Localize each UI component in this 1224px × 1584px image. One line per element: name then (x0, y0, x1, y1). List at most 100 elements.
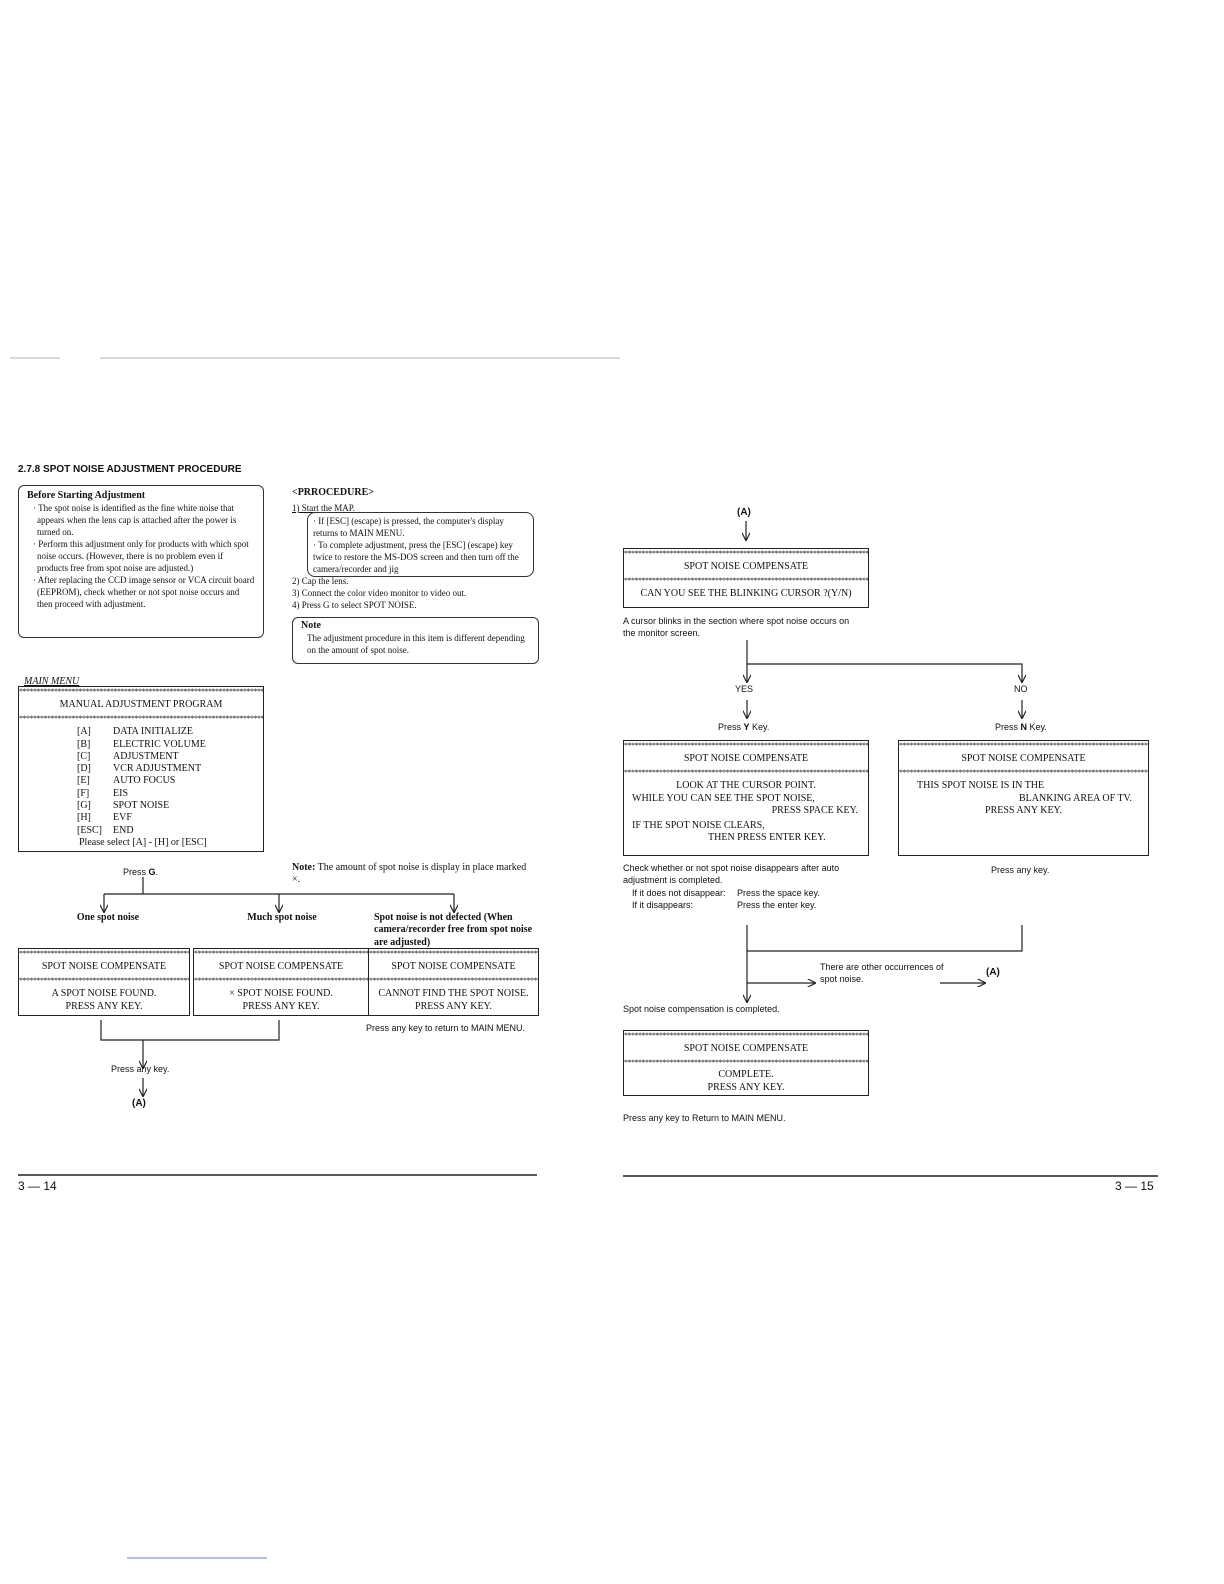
screen-line: BLANKING AREA OF TV. (1019, 792, 1132, 804)
menu-key: [H] (77, 812, 91, 824)
much-spot-screen: ****************************************… (193, 948, 369, 1016)
menu-label: EIS (113, 787, 128, 799)
menu-key: [F] (77, 787, 90, 799)
main-menu-item: [H] EVF (77, 812, 263, 824)
before-item: · Perform this adjustment only for produ… (33, 539, 249, 574)
main-menu-item: [F] EIS (77, 788, 263, 800)
screen-line: CAN YOU SEE THE BLINKING CURSOR ?(Y/N) (640, 588, 852, 600)
stars-divider: ****************************************… (369, 976, 538, 986)
return-note: Press any key to return to MAIN MENU. (366, 1023, 526, 1033)
no-label: NO (1014, 684, 1028, 694)
screen-title: SPOT NOISE COMPENSATE (961, 753, 1086, 764)
screen-line: WHILE YOU CAN SEE THE SPOT NOISE, (632, 792, 815, 804)
procedure-step: 1) Start the MAP. (292, 503, 355, 513)
screen-line: PRESS SPACE KEY. (771, 804, 858, 816)
screen-line: PRESS ANY KEY. (985, 804, 1062, 816)
procedure-title: <PRROCEDURE> (292, 487, 374, 498)
press-y-label: Press Y Key. (718, 722, 770, 732)
note-text: The adjustment procedure in this item is… (307, 633, 525, 656)
before-item: · After replacing the CCD image sensor o… (33, 575, 255, 610)
branch-label: Spot noise is not defected (When camera/… (374, 912, 533, 948)
press-n-label: Press N Key. (995, 722, 1047, 732)
goto-a-label: (A) (986, 967, 1000, 978)
page-number-right: 3 — 15 (1115, 1179, 1154, 1193)
branch-label: Much spot noise (247, 912, 317, 923)
menu-label: SPOT NOISE (113, 800, 170, 812)
screen-line: PRESS ANY KEY. (242, 1000, 320, 1012)
stars-divider: ****************************************… (194, 976, 368, 986)
screen-line: THEN PRESS ENTER KEY. (708, 832, 826, 844)
other-occurrences-note: There are other occurrences of spot nois… (820, 962, 944, 984)
menu-label: END (113, 824, 134, 836)
menu-label: VCR ADJUSTMENT (113, 763, 202, 775)
menu-key: [E] (77, 775, 90, 787)
cursor-question-screen: ****************************************… (623, 548, 869, 608)
no-spot-screen: ****************************************… (368, 948, 539, 1016)
menu-label: AUTO FOCUS (113, 775, 176, 787)
menu-key: [D] (77, 763, 91, 775)
return-note: Press any key to Return to MAIN MENU. (623, 1113, 786, 1123)
stars-divider: ****************************************… (194, 949, 368, 958)
stars-divider: ****************************************… (624, 1058, 868, 1068)
no-screen: ****************************************… (898, 740, 1149, 856)
if-not-label: If it does not disappear: (632, 888, 726, 898)
main-menu-item: [D] VCR ADJUSTMENT (77, 763, 263, 775)
screen-line: LOOK AT THE CURSOR POINT. (676, 780, 816, 792)
stars-divider: ****************************************… (19, 949, 189, 958)
screen-title: SPOT NOISE COMPENSATE (683, 561, 809, 572)
screen-line: THIS SPOT NOISE IS IN THE (917, 780, 1045, 792)
main-menu-list: [A]DATA INITIALIZE[B]ELECTRIC VOLUME[C]A… (19, 726, 263, 837)
main-menu-item: [C]ADJUSTMENT (77, 751, 263, 763)
menu-key: [B] (77, 738, 91, 750)
procedure-step: 2) Cap the lens. (292, 576, 349, 586)
menu-key: [C] (77, 750, 91, 762)
completed-note: Spot noise compensation is completed. (623, 1004, 780, 1014)
stars-divider: ****************************************… (624, 549, 868, 558)
stars-divider: ****************************************… (19, 976, 189, 986)
screen-title: SPOT NOISE COMPENSATE (683, 1043, 809, 1054)
if-yes-label: If it disappears: (632, 900, 694, 910)
if-yes-action: Press the enter key. (737, 900, 817, 910)
main-menu-screen: ****************************************… (18, 686, 264, 852)
procedure-step: 4) Press G to select SPOT NOISE. (292, 600, 417, 610)
screen-title: SPOT NOISE COMPENSATE (41, 961, 167, 972)
press-any-key-label: Press any key. (111, 1064, 170, 1074)
check-note: Check whether or not spot noise disappea… (623, 863, 840, 885)
menu-key: [G] (77, 800, 91, 812)
screen-line: CANNOT FIND THE SPOT NOISE. (378, 988, 529, 1000)
note-text: The amount of spot noise is display in p… (292, 862, 527, 886)
start-a-label: (A) (737, 507, 751, 518)
stars-divider: ****************************************… (624, 576, 868, 586)
cursor-note: A cursor blinks in the section where spo… (623, 616, 850, 638)
stars-divider: ****************************************… (19, 714, 263, 724)
stars-divider: ****************************************… (624, 1031, 868, 1040)
main-menu-item: [A]DATA INITIALIZE (77, 726, 263, 738)
main-menu-title: MANUAL ADJUSTMENT PROGRAM (59, 699, 223, 710)
section-title: 2.7.8 SPOT NOISE ADJUSTMENT PROCEDURE (18, 464, 242, 475)
note-box: Note The adjustment procedure in this it… (292, 617, 539, 664)
main-menu-prompt: Please select [A] - [H] or [ESC] (79, 836, 207, 848)
note-label: Note: (292, 862, 316, 873)
stars-divider: ****************************************… (899, 741, 1148, 750)
one-spot-screen: ****************************************… (18, 948, 190, 1016)
screen-line: PRESS ANY KEY. (65, 1000, 143, 1012)
menu-key: [A] (77, 726, 91, 738)
stars-divider: ****************************************… (899, 768, 1148, 778)
before-title: Before Starting Adjustment (27, 490, 146, 501)
if-not-action: Press the space key. (737, 888, 820, 898)
press-g-label: Press G. (123, 867, 159, 877)
procedure-sub-item: · If [ESC] (escape) is pressed, the comp… (313, 516, 504, 538)
procedure-sub-box: · If [ESC] (escape) is pressed, the comp… (307, 512, 534, 577)
stars-divider: ****************************************… (624, 768, 868, 778)
procedure-step: 3) Connect the color video monitor to vi… (292, 588, 467, 598)
screen-line: COMPLETE. (718, 1069, 774, 1081)
press-any-key-label: Press any key. (991, 865, 1050, 875)
note-title: Note (301, 620, 321, 631)
menu-key: [ESC] (77, 824, 102, 836)
yes-screen: ****************************************… (623, 740, 869, 856)
yes-label: YES (735, 684, 754, 694)
menu-label: EVF (113, 812, 132, 824)
main-menu-item: [ESC] END (77, 825, 263, 837)
screen-title: SPOT NOISE COMPENSATE (391, 961, 516, 972)
